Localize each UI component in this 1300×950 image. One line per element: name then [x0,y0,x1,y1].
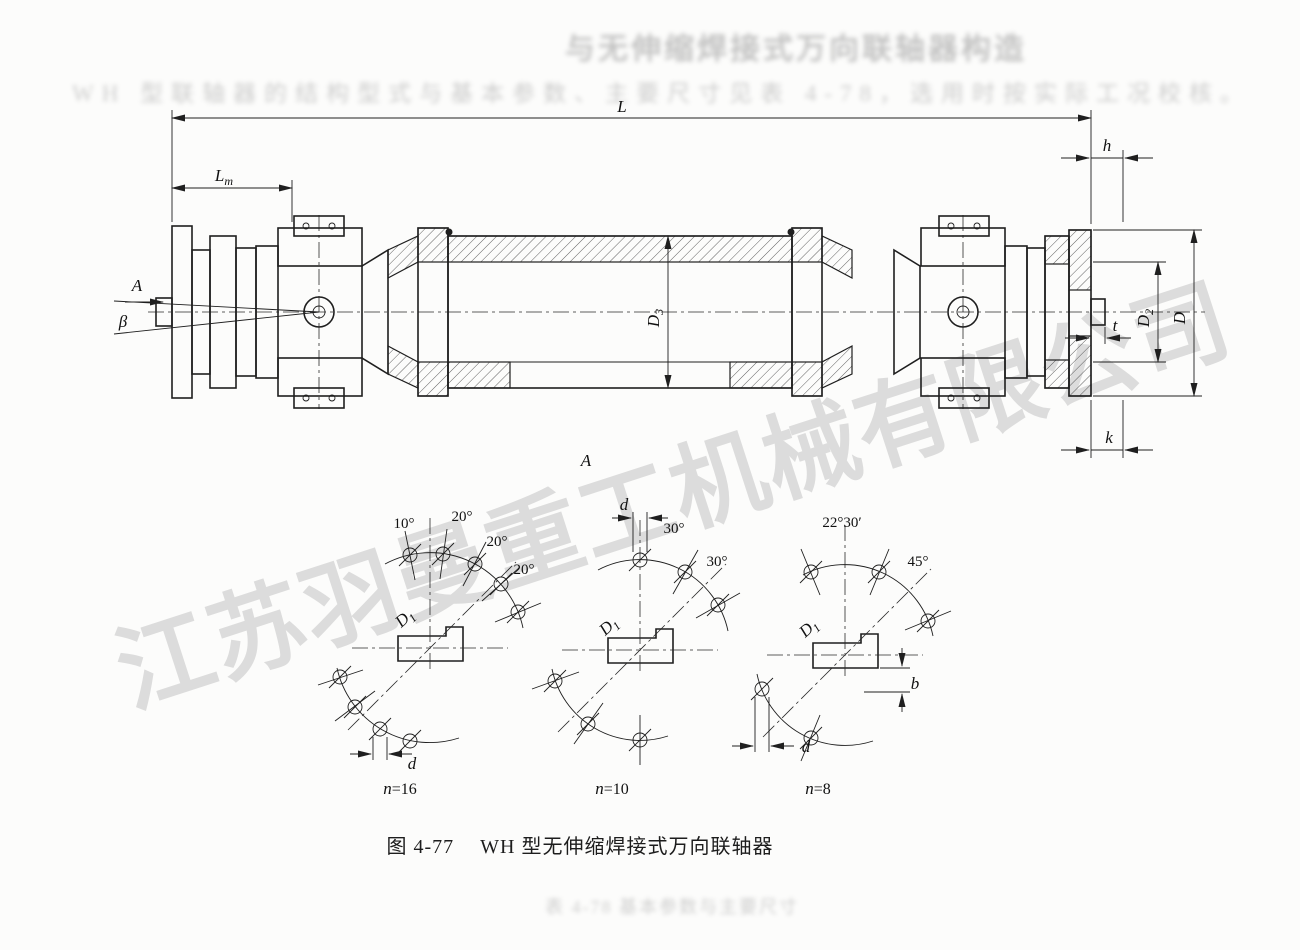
dim-label-k: k [1105,428,1113,447]
dimension-L: L [171,97,1092,224]
dim-label-d: d [620,495,629,514]
section-mark-A: A [580,451,592,470]
dimension-k: k [1061,400,1153,458]
figure-title: WH 型无伸缩焊接式万向联轴器 [480,836,774,858]
dim-label-L: L [616,97,626,116]
printthrough-text-line3: 表 4-78 基本参数与主要尺寸 [545,897,799,917]
dimension-D3: D3 [644,235,672,389]
angle-label: 30° [664,521,685,537]
angle-label: 20° [514,562,535,578]
angle-label: 45° [908,554,929,570]
view-arrow-label: A [131,276,143,295]
printthrough-text-line1: 与无伸缩焊接式万向联轴器构造 [565,33,1027,66]
flange-view-n8: d b 22°30′ 45° D1 n=8 [732,515,952,798]
dim-label-D2: D2 [1134,309,1156,328]
view-direction-arrow-A: A [125,276,164,306]
figure-caption: 图 4-77 WH 型无伸缩焊接式万向联轴器 [300,830,860,859]
dim-label-d: d [802,737,811,756]
dim-label-D3: D3 [644,309,666,328]
hole-count-label: n=16 [383,779,417,798]
dim-label-Lm: Lm [214,166,233,188]
dim-label-d: d [408,754,417,773]
dim-label-h: h [1103,136,1112,155]
flange-view-n10: d 30° 30° D1 n=10 [531,495,741,798]
hole-count-label: n=10 [595,779,629,798]
dimension-h: h [1061,136,1153,222]
bolt-holes [328,542,530,753]
dimension-t: t [1065,316,1131,344]
angle-label: 20° [487,534,508,550]
angle-label-beta: β [118,312,128,331]
weld-seam-dot [445,228,453,236]
dimension-d-n16: d [350,737,417,773]
dim-label-D1: D1 [390,605,419,634]
dimension-D: D [1093,229,1202,397]
hole-count-label: n=8 [805,779,831,798]
dimension-d-n8: d [732,697,811,756]
dimension-b-n8: b [864,648,919,712]
bolt-holes [543,548,730,752]
angle-label: 30° [707,554,728,570]
dim-label-D1: D1 [794,615,823,644]
dim-label-t: t [1113,316,1119,335]
dimension-d-n10: d [612,495,668,552]
dim-label-D: D [1170,311,1189,325]
dim-label-b: b [911,674,920,693]
left-flange-and-universal-joint [155,215,389,409]
angle-label: 10° [394,516,415,532]
bolt-holes [750,560,940,750]
dimension-Lm: Lm [171,166,293,222]
figure-number: 图 4-77 [386,836,455,858]
right-universal-joint-and-flange [893,215,1106,409]
dimension-D2: D2 [1093,261,1166,363]
flange-view-n16: d 10° 20° 20° 20° D1 n=16 [317,509,542,798]
swing-angle-beta: β [113,300,320,335]
angle-label: 20° [452,509,473,525]
weld-seam-dot [787,228,795,236]
printthrough-text-line2: WH 型联轴器的结构型式与基本参数、主要尺寸见表 4-78，选用时按实际工况校核… [72,81,1251,106]
angle-label: 22°30′ [822,515,861,531]
welded-tube [417,227,823,397]
